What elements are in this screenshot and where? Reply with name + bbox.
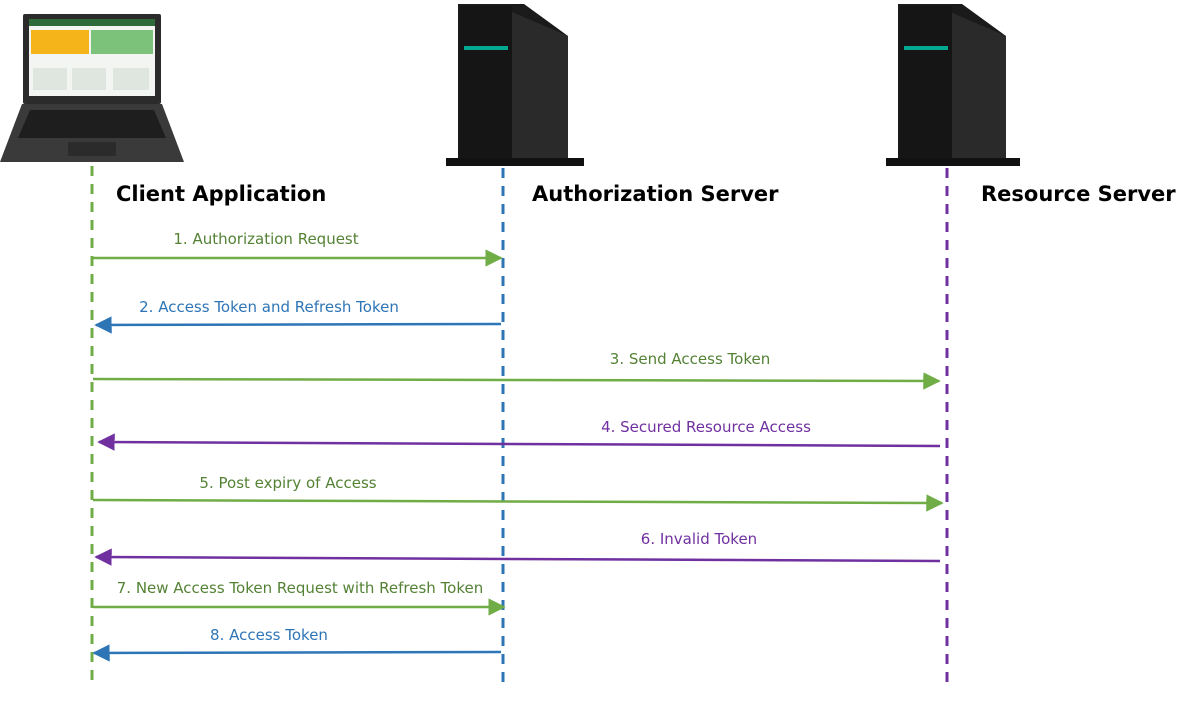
message-arrow-3: [92, 372, 941, 390]
message-label-1: 1. Authorization Request: [173, 230, 358, 248]
message-label-6: 6. Invalid Token: [641, 530, 757, 548]
message-label-8: 8. Access Token: [210, 626, 328, 644]
message-arrow-6: [94, 548, 941, 566]
actor-title-client: Client Application: [116, 182, 326, 206]
auth-server-tower-icon: [446, 4, 584, 166]
message-label-2: 2. Access Token and Refresh Token: [139, 298, 399, 316]
message-arrow-5: [92, 494, 944, 512]
message-arrow-4: [97, 433, 941, 451]
message-label-5: 5. Post expiry of Access: [199, 474, 376, 492]
laptop-icon: [0, 14, 184, 162]
actor-title-resource: Resource Server: [981, 182, 1176, 206]
resource-server-tower-icon: [886, 4, 1020, 166]
message-arrow-8: [92, 644, 502, 662]
message-label-7: 7. New Access Token Request with Refresh…: [117, 579, 484, 597]
message-label-4: 4. Secured Resource Access: [601, 418, 811, 436]
actor-title-auth: Authorization Server: [532, 182, 779, 206]
message-arrow-2: [94, 316, 502, 334]
message-label-3: 3. Send Access Token: [610, 350, 770, 368]
